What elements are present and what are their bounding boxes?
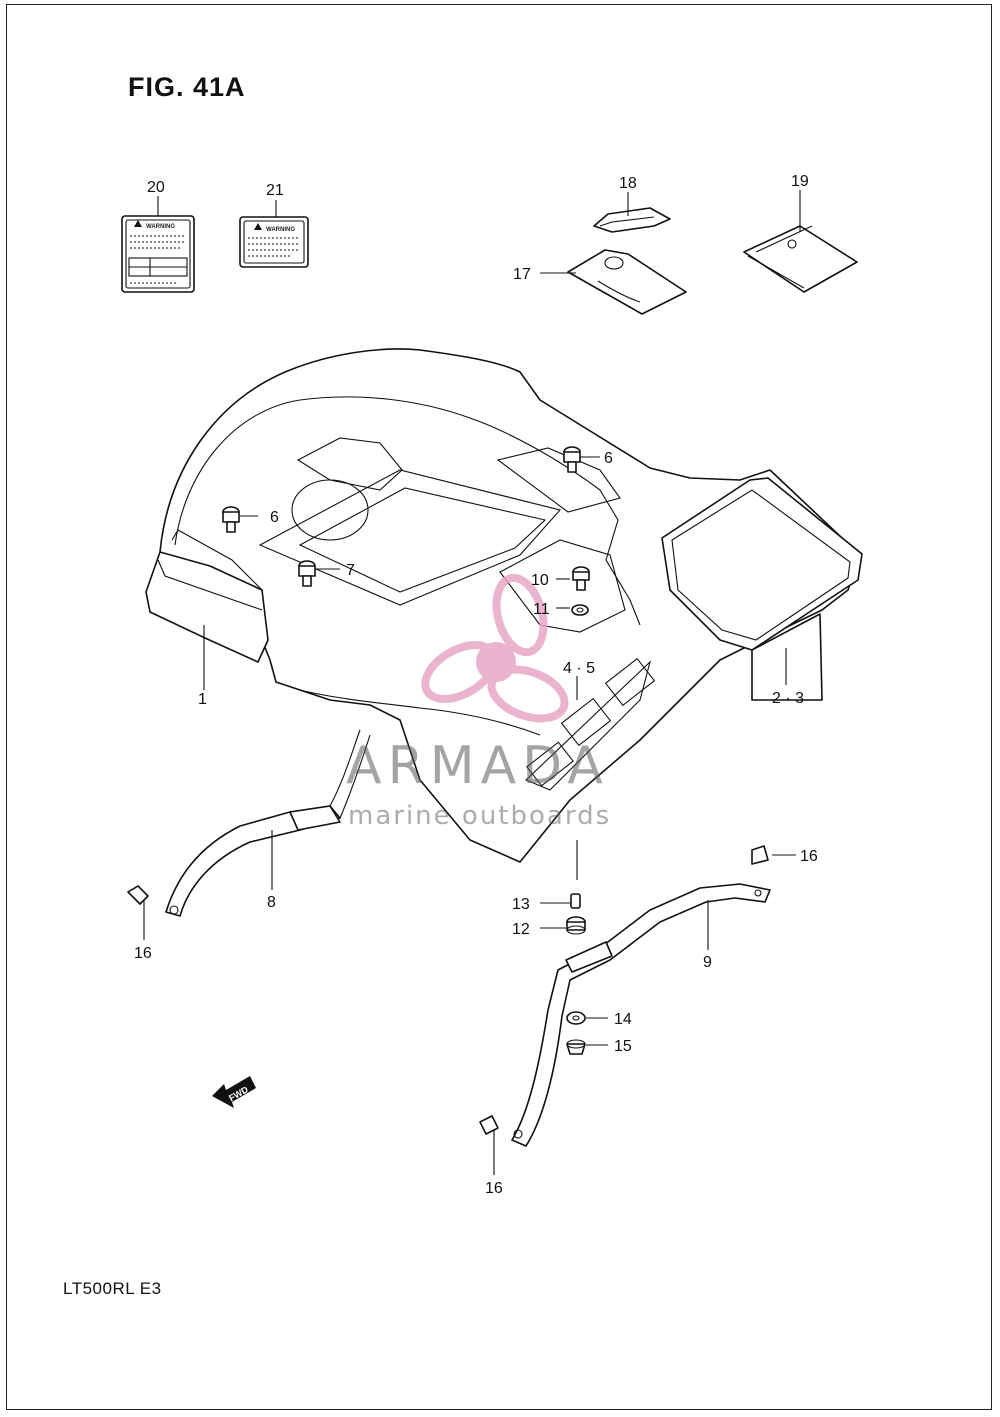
callout-21: 21 bbox=[266, 182, 284, 199]
stay-8 bbox=[165, 729, 371, 917]
callout-7: 7 bbox=[346, 562, 355, 579]
bolt-6-upper bbox=[563, 446, 581, 473]
callout-labels: 20 21 18 19 17 6 6 7 10 11 1 2 · 3 4 · 5… bbox=[134, 173, 818, 1197]
callout-10: 10 bbox=[531, 572, 549, 589]
nut-15 bbox=[566, 1039, 586, 1055]
rear-rack-2-3 bbox=[661, 477, 863, 701]
callout-16-left: 16 bbox=[134, 945, 152, 962]
callout-16-bottom: 16 bbox=[485, 1180, 503, 1197]
callout-17: 17 bbox=[513, 266, 531, 283]
bolt-10 bbox=[572, 566, 590, 591]
callout-15: 15 bbox=[614, 1038, 632, 1055]
callout-12: 12 bbox=[512, 921, 530, 938]
callout-14: 14 bbox=[614, 1011, 632, 1028]
leader-lines bbox=[143, 190, 801, 1175]
page-border bbox=[6, 4, 992, 1410]
manual-19 bbox=[743, 225, 858, 293]
callout-6-left: 6 bbox=[270, 509, 279, 526]
tool-bag-17 bbox=[567, 249, 687, 315]
callout-8: 8 bbox=[267, 894, 276, 911]
warning-decal-21: WARNING bbox=[239, 216, 309, 268]
warning-decal-20: WARNING bbox=[121, 215, 195, 293]
callout-9: 9 bbox=[703, 954, 712, 971]
callout-1: 1 bbox=[198, 691, 207, 708]
cushion-12 bbox=[566, 916, 586, 935]
figure-title: FIG. 41A bbox=[128, 72, 246, 102]
rear-fender-1 bbox=[145, 348, 861, 863]
bolt-6-left bbox=[222, 506, 240, 533]
bolt-7 bbox=[298, 560, 316, 587]
decal-20-text: WARNING bbox=[146, 224, 175, 230]
callout-11: 11 bbox=[533, 601, 550, 618]
callout-20: 20 bbox=[147, 179, 165, 196]
stay-9 bbox=[511, 883, 771, 1147]
forward-arrow-icon: FWD bbox=[212, 1076, 256, 1108]
callout-4-5: 4 · 5 bbox=[563, 660, 595, 677]
strap-18 bbox=[593, 207, 671, 233]
model-code: LT500RL E3 bbox=[63, 1279, 162, 1298]
armada-logo-icon bbox=[421, 573, 569, 723]
cap-16-bottom bbox=[479, 1115, 499, 1135]
decal-21-text: WARNING bbox=[266, 227, 295, 233]
callout-13: 13 bbox=[512, 896, 530, 913]
callout-19: 19 bbox=[791, 173, 809, 190]
collar-13 bbox=[570, 893, 581, 909]
cap-16-right bbox=[751, 845, 769, 865]
callout-16-right: 16 bbox=[800, 848, 818, 865]
cap-16-left bbox=[127, 885, 149, 905]
watermark-tagline: marine outboards bbox=[348, 801, 611, 831]
watermark-brand: ARMADA bbox=[346, 736, 609, 796]
washer-11 bbox=[571, 604, 589, 616]
callout-18: 18 bbox=[619, 175, 637, 192]
callout-2-3: 2 · 3 bbox=[772, 690, 804, 707]
cushion-14 bbox=[566, 1011, 586, 1025]
callout-6-upper: 6 bbox=[604, 450, 613, 467]
